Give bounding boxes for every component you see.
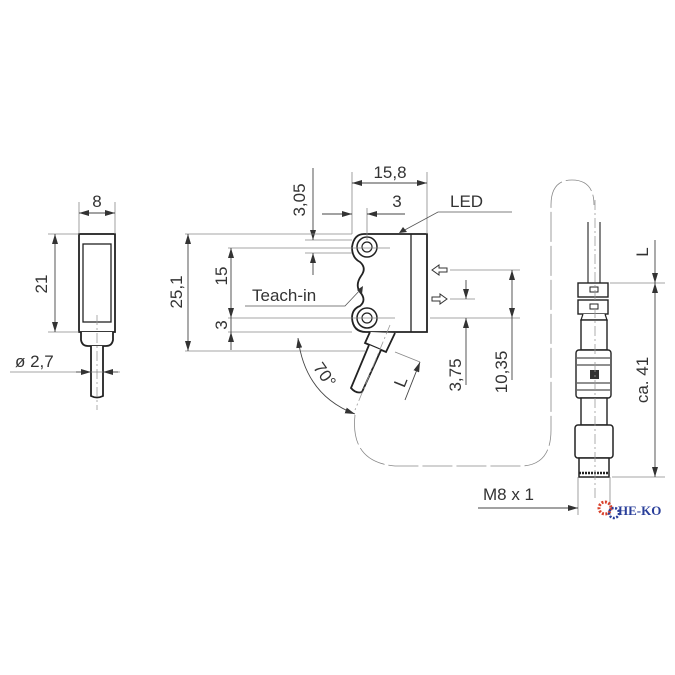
dim-25-1-label: 25,1 [167, 275, 186, 308]
emitter-arrow-icon [431, 264, 448, 276]
cable-length-label: L [390, 374, 411, 390]
receiver-arrow-icon [431, 293, 448, 305]
dim-15-8-label: 15,8 [373, 163, 406, 182]
watermark-text: HE-KO [618, 503, 661, 518]
front-view: 15,8 3 3,05 25,1 15 3 LED Teach-in [167, 163, 595, 467]
cable [349, 344, 382, 394]
dim-3-top-label: 3 [392, 192, 401, 211]
cable-neck [363, 331, 396, 354]
led-label: LED [450, 192, 483, 211]
thread-label: M8 x 1 [483, 485, 534, 504]
dim-15-label: 15 [212, 267, 231, 286]
watermark-logo: HE-KO [597, 500, 661, 520]
dim-3-bottom-label: 3 [212, 320, 231, 329]
dim-3-05-label: 3,05 [290, 183, 309, 216]
angle-label: 70° [309, 359, 339, 391]
dim-8-label: 8 [92, 192, 101, 211]
dim-3-75-label: 3,75 [446, 358, 465, 391]
ca-41-label: ca. 41 [633, 357, 652, 403]
connector-led-icon [590, 370, 599, 379]
teach-in-label: Teach-in [252, 286, 316, 305]
gear-icon [597, 500, 613, 516]
gear-icon [607, 506, 621, 520]
dim-21-label: 21 [32, 275, 51, 294]
cable-routing [354, 179, 595, 467]
dim-10-35-label: 10,35 [492, 351, 511, 394]
dim-diameter-label: ø 2,7 [15, 352, 54, 371]
connector-l-label: L [633, 247, 652, 256]
connector-view: L ca. 41 M8 x 1 [478, 200, 665, 515]
side-view: 8 21 ø 2,7 [10, 192, 120, 410]
side-window [82, 243, 112, 323]
